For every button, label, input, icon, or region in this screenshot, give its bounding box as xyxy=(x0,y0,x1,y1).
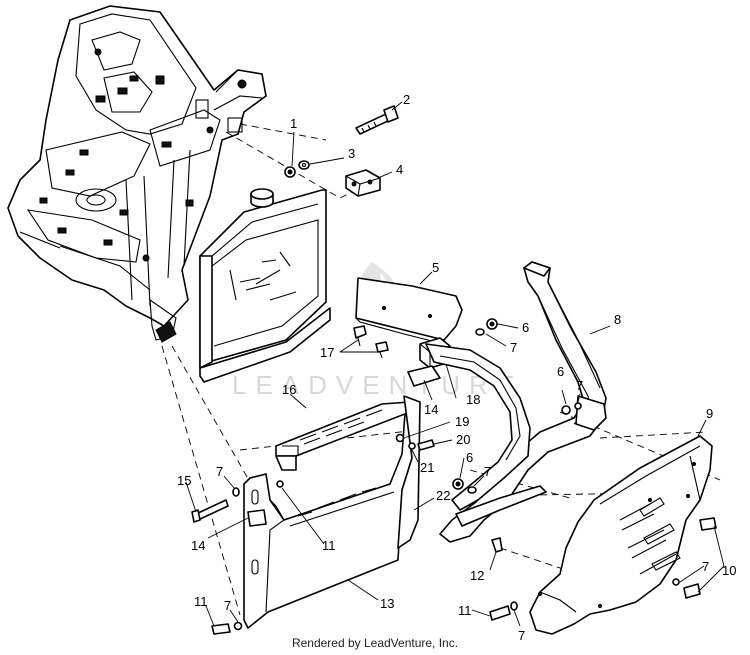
callout-4: 4 xyxy=(396,162,403,177)
callout-9: 9 xyxy=(706,406,713,421)
callout-5: 5 xyxy=(432,260,439,275)
washer-7-bottom-left xyxy=(233,621,243,631)
bolt-11-right xyxy=(489,605,511,621)
callout-18: 18 xyxy=(466,392,480,407)
callout-10: 10 xyxy=(722,563,736,578)
fastener-20 xyxy=(417,439,435,451)
bracket-14-lower xyxy=(247,509,267,527)
washer-7 xyxy=(475,328,485,336)
callout-7b: 7 xyxy=(576,378,583,393)
washer-7-bottom-right xyxy=(510,601,518,611)
grille-panel-16 xyxy=(275,401,411,471)
nut-1 xyxy=(284,166,296,178)
callout-7d: 7 xyxy=(216,464,223,479)
frame-assembly xyxy=(7,5,267,343)
washer-3 xyxy=(298,160,310,170)
nut-6-hoop xyxy=(561,405,571,415)
callout-22: 22 xyxy=(436,488,450,503)
washer-7-right xyxy=(672,578,680,586)
leader-lines xyxy=(185,101,725,627)
callout-7e: 7 xyxy=(224,598,231,613)
callout-19: 19 xyxy=(455,414,469,429)
bracket-4 xyxy=(345,169,381,197)
fastener-11-mid xyxy=(276,480,284,488)
callout-7g: 7 xyxy=(702,559,709,574)
callout-14a: 14 xyxy=(424,402,438,417)
bolt-2 xyxy=(355,105,399,135)
bolt-11-left xyxy=(211,623,231,635)
watermark: LEADVENTURE xyxy=(232,370,523,400)
washer-7-hoop xyxy=(574,402,582,410)
callout-11c: 11 xyxy=(458,603,472,618)
callout-6c: 6 xyxy=(466,450,473,465)
hoop-bumper-8 xyxy=(425,261,607,543)
bolt-15 xyxy=(191,499,229,523)
skid-plate-9 xyxy=(529,435,713,635)
callout-8: 8 xyxy=(614,312,621,327)
callout-labels: 1 2 3 4 5 6 7 8 6 7 9 17 16 14 18 19 20 … xyxy=(177,92,736,643)
callout-7f: 7 xyxy=(518,628,525,643)
screw-12 xyxy=(491,537,503,553)
radiator xyxy=(199,188,331,383)
callout-1: 1 xyxy=(290,116,297,131)
callout-7c: 7 xyxy=(484,464,491,479)
callout-6a: 6 xyxy=(522,320,529,335)
clip-17 xyxy=(353,325,389,359)
bolt-10-lower xyxy=(683,583,701,599)
fastener-19 xyxy=(395,433,405,443)
callout-3: 3 xyxy=(348,146,355,161)
callout-17: 17 xyxy=(320,345,334,360)
callout-16: 16 xyxy=(282,382,296,397)
callout-7a: 7 xyxy=(510,340,517,355)
nut-21 xyxy=(408,442,416,450)
bracket-14-upper xyxy=(407,365,441,387)
callout-11a: 11 xyxy=(322,538,336,553)
washer-7-left xyxy=(232,487,240,497)
callout-6b: 6 xyxy=(557,364,564,379)
callout-11b: 11 xyxy=(194,594,208,609)
shroud-panel-5 xyxy=(355,277,463,345)
callout-20: 20 xyxy=(456,432,470,447)
callout-15: 15 xyxy=(177,473,191,488)
callout-14b: 14 xyxy=(191,538,205,553)
callout-2: 2 xyxy=(403,92,410,107)
callout-12: 12 xyxy=(470,568,484,583)
callout-21: 21 xyxy=(420,460,434,475)
footer-credit: Rendered by LeadVenture, Inc. xyxy=(291,636,459,650)
bolt-10-upper xyxy=(699,517,717,531)
washer-7-mid xyxy=(467,486,477,494)
callout-13: 13 xyxy=(380,596,394,611)
